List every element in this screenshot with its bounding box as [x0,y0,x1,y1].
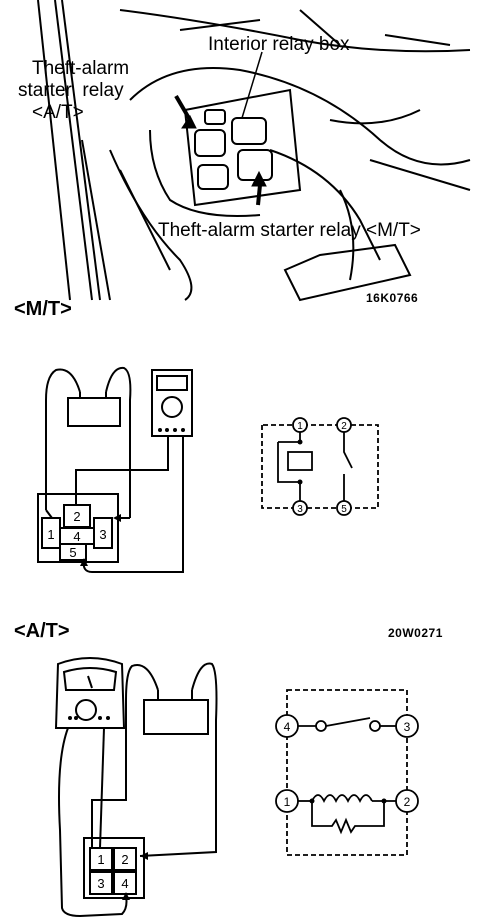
mt-schematic [261,417,379,516]
at-schematic-terminal-1: 1 [284,795,291,809]
at-terminal-4: 4 [121,876,128,891]
vehicle-interior-drawing [37,0,471,302]
interior-relay-box-label: Interior relay box [208,34,350,55]
at-schematic-terminal-3: 3 [404,720,411,734]
mt-section-heading: <M/T> [14,298,72,320]
mt-terminal-5: 5 [69,545,76,560]
at-meter-details [68,675,148,900]
relay-blocks [194,109,273,190]
at-relay-label-line3: <A/T> [32,102,84,123]
leader-lines [241,51,263,119]
mt-terminal-2: 2 [73,509,80,524]
mt-terminal-4: 4 [73,529,80,544]
at-terminal-1: 1 [97,852,104,867]
mt-relay-label: Theft-alarm starter relay <M/T> [158,220,421,241]
terminal-numbers: 2 1 4 3 5 1 2 3 5 1 2 3 4 4 3 1 2 [47,421,410,891]
at-relay-label-line1: Theft-alarm [32,58,130,79]
pointer-arrows [174,94,267,206]
at-relay-label-line2: starter relay [18,80,124,101]
mt-terminal-1: 1 [47,527,54,542]
at-terminal-2: 2 [121,852,128,867]
at-terminal-3: 3 [97,876,104,891]
mt-schematic-terminal-2: 2 [341,421,347,432]
mt-schematic-terminal-1: 1 [297,421,303,432]
mt-schematic-terminal-5: 5 [341,504,347,515]
at-schematic-dots [309,798,387,804]
at-schematic-terminal-4: 4 [284,720,291,734]
mt-schematic-dots [297,439,303,485]
mt-meter-details [80,428,185,566]
at-schematic [275,689,419,856]
at-figure-code: 20W0271 [388,626,443,640]
mt-terminal-3: 3 [99,527,106,542]
photo-figure-code: 16K0766 [366,291,419,305]
at-section-heading: <A/T> [14,620,70,642]
mt-schematic-terminal-3: 3 [297,504,303,515]
at-test-wiring [54,657,218,918]
mt-test-wiring [37,366,193,573]
at-schematic-terminal-2: 2 [404,795,411,809]
